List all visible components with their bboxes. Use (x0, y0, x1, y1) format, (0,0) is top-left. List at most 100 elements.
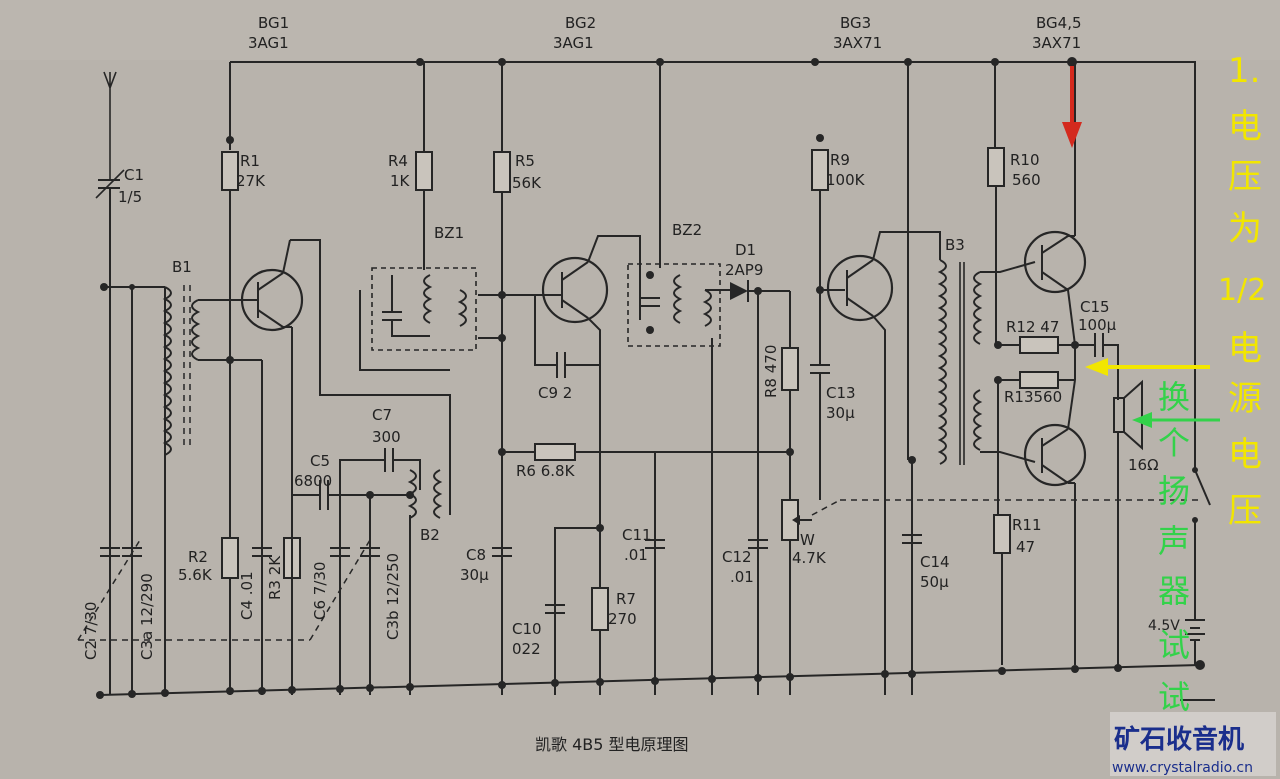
label-c15-val: 100μ (1078, 316, 1117, 334)
label-c12-val: .01 (730, 568, 754, 586)
transistor-bg5 (1023, 379, 1087, 665)
annotation-voltage-char-5: 电 (1228, 329, 1262, 369)
label-c12-ref: C12 (722, 548, 752, 566)
label-r10-val: 560 (1012, 171, 1041, 189)
transistor-bg1 (226, 190, 451, 695)
label-r5-ref: R5 (515, 152, 535, 170)
label-r7-val: 270 (608, 610, 637, 628)
watermark-brand: 矿石收音机 (1114, 724, 1244, 755)
label-r10-ref: R10 (1010, 151, 1040, 169)
label-r4-ref: R4 (388, 152, 408, 170)
label-c9: C9 2 (538, 384, 572, 402)
annotation-speaker-char-4: 器 (1158, 572, 1190, 610)
label-bz1: BZ1 (434, 224, 464, 242)
watermark-url: www.crystalradio.cn (1112, 760, 1253, 776)
battery-icon (1185, 619, 1205, 641)
label-battery: 4.5V (1148, 618, 1180, 634)
label-c7-val: 300 (372, 428, 401, 446)
resistor-r7 (591, 587, 609, 631)
annotation-voltage: 1. 电 压 为 1/2 电 源 电 压 (1218, 51, 1266, 531)
label-r8: R8 470 (762, 345, 780, 398)
ifT-bz2 (627, 263, 721, 347)
resistor-r4 (415, 151, 433, 191)
label-r9-val: 100K (826, 171, 866, 189)
label-bg3-ref: BG3 (840, 14, 871, 32)
diode-d1 (730, 280, 790, 302)
yellow-arrow-icon (1085, 358, 1210, 376)
label-c1-ref: C1 (124, 166, 144, 184)
label-bg2-type: 3AG1 (553, 34, 594, 52)
label-bg1-ref: BG1 (258, 14, 289, 32)
label-r4-val: 1K (390, 172, 411, 190)
coil-b1 (162, 285, 240, 456)
transistor-bg4 (1023, 62, 1087, 346)
label-r2-ref: R2 (188, 548, 208, 566)
label-c7-ref: C7 (372, 406, 392, 424)
label-speaker: 16Ω (1128, 456, 1159, 474)
label-r9-ref: R9 (830, 151, 850, 169)
label-c14-ref: C14 (920, 553, 950, 571)
label-c1-val: 1/5 (118, 188, 142, 206)
power-rails (99, 61, 1201, 696)
ground-junctions (96, 664, 1122, 699)
label-r11-ref: R11 (1012, 516, 1042, 534)
annotation-voltage-char-8: 压 (1228, 491, 1262, 531)
label-bg45-type: 3AX71 (1032, 34, 1081, 52)
label-bg1-type: 3AG1 (248, 34, 289, 52)
label-r1-ref: R1 (240, 152, 260, 170)
label-r6: R6 6.8K (516, 462, 576, 480)
label-r12: R12 47 (1006, 318, 1059, 336)
label-w-val: 4.7K (792, 549, 827, 567)
annotation-voltage-char-1: 电 (1228, 107, 1262, 147)
antenna-section (77, 71, 310, 695)
ifT-bz1 (371, 267, 477, 351)
label-r1-val: 27K (236, 172, 266, 190)
label-c11-ref: C11 (622, 526, 652, 544)
annotation-speaker-char-2: 扬 (1158, 472, 1190, 510)
transistor-bg2 (502, 235, 641, 695)
label-c6: C6 7/30 (311, 562, 329, 620)
label-c11-val: .01 (624, 546, 648, 564)
annotation-voltage-char-3: 为 (1228, 209, 1262, 249)
transformer-b3 (937, 259, 1036, 465)
resistor-r8 (781, 347, 799, 391)
label-c8-ref: C8 (466, 546, 486, 564)
oscillator-section (292, 448, 443, 695)
resistor-r5 (493, 151, 511, 193)
annotation-voltage-char-0: 1. (1228, 51, 1260, 91)
label-c10-ref: C10 (512, 620, 542, 638)
label-c10-val: 022 (512, 640, 541, 658)
label-bg2-ref: BG2 (565, 14, 596, 32)
annotation-voltage-char-4: 1/2 (1218, 273, 1266, 308)
annotation-speaker-char-5: 试 (1158, 626, 1190, 664)
transistor-bg3 (826, 231, 941, 695)
label-d1-ref: D1 (735, 241, 756, 259)
label-c4: C4 .01 (238, 571, 256, 620)
watermark: 矿石收音机 www.crystalradio.cn (1110, 712, 1276, 776)
annotation-speaker-char-3: 声 (1158, 522, 1190, 560)
label-d1-val: 2AP9 (725, 261, 763, 279)
annotation-voltage-char-6: 源 (1228, 379, 1262, 419)
label-bz2: BZ2 (672, 221, 702, 239)
label-c2: C2 7/30 (82, 602, 100, 660)
label-r11-val: 47 (1016, 538, 1035, 556)
label-b1: B1 (172, 258, 192, 276)
label-b3: B3 (945, 236, 965, 254)
resistor-r2 (221, 537, 239, 579)
label-r3: R3 2K (266, 555, 284, 600)
label-bg3-type: 3AX71 (833, 34, 882, 52)
label-c3a: C3a 12/290 (138, 573, 156, 660)
label-c5-ref: C5 (310, 452, 330, 470)
label-c14-val: 50μ (920, 573, 949, 591)
label-r13: R13560 (1004, 388, 1062, 406)
label-r2-val: 5.6K (178, 566, 213, 584)
component-labels: BG1 3AG1 BG2 3AG1 BG3 3AX71 BG4,5 3AX71 … (82, 14, 1180, 660)
resistor-r10 (987, 147, 1005, 187)
annotation-voltage-char-2: 压 (1228, 157, 1262, 197)
resistor-r11 (993, 514, 1011, 554)
label-w-ref: W (800, 531, 815, 549)
annotation-speaker-char-0: 换 (1158, 378, 1190, 416)
resistor-r6 (534, 443, 576, 461)
